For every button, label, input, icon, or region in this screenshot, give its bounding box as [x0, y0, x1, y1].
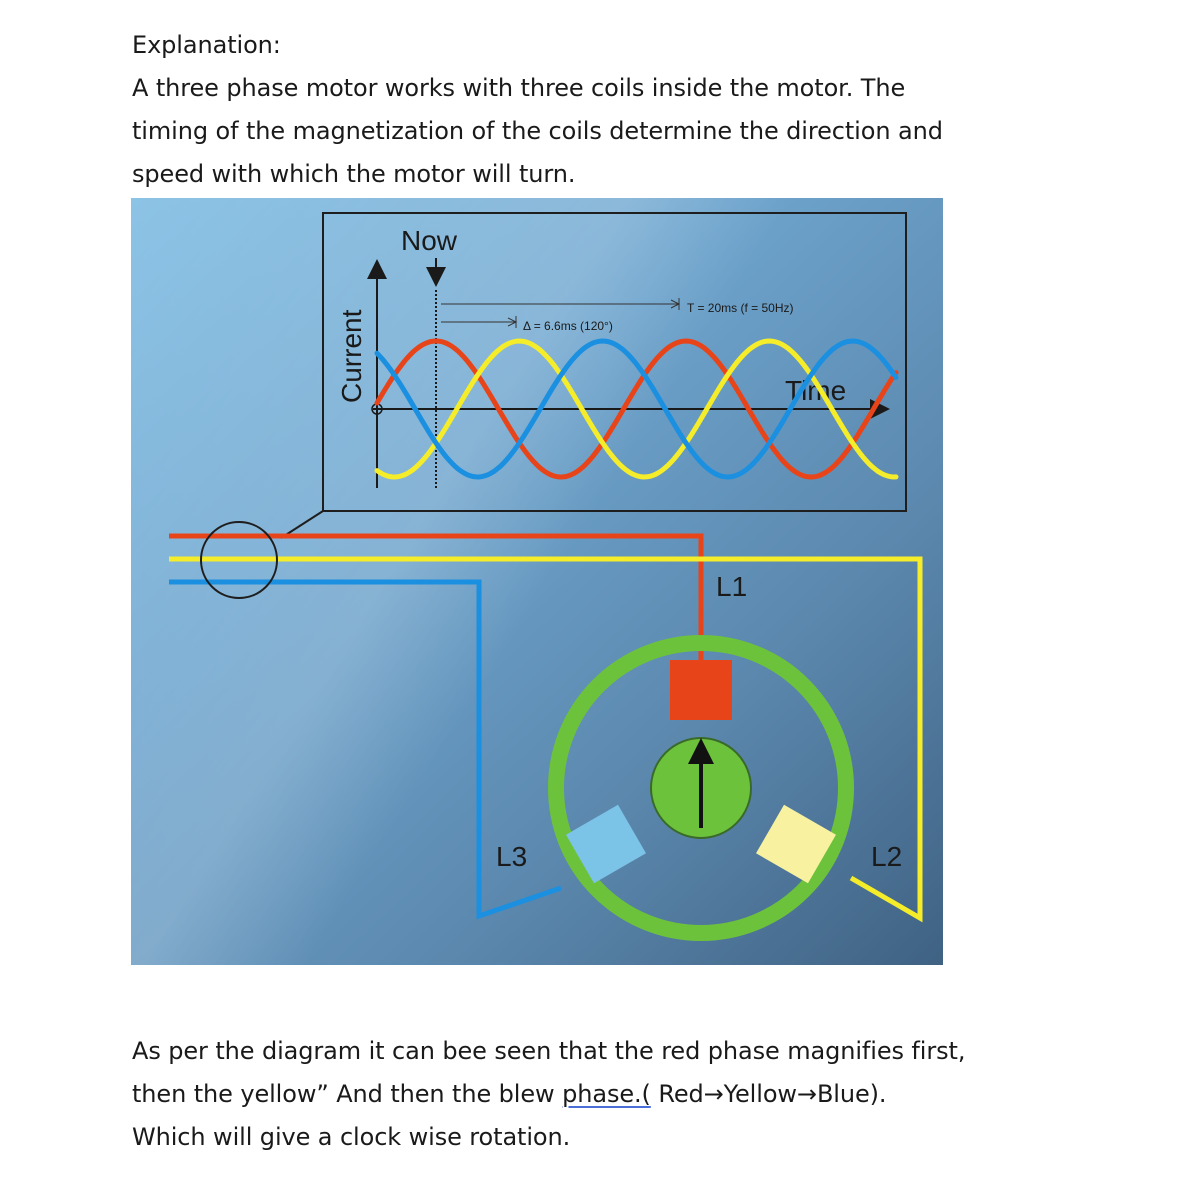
l1-label: L1 [716, 571, 747, 602]
l3-label: L3 [496, 841, 527, 872]
intro-paragraph: Explanation: A three phase motor works w… [132, 24, 1092, 196]
intro-line-2: timing of the magnetization of the coils… [132, 117, 943, 145]
l1-supply-line [169, 533, 704, 668]
blue-phase-wave [374, 338, 899, 480]
heading: Explanation: [132, 31, 281, 59]
l2-coil [756, 804, 836, 884]
period-label: T = 20ms (f = 50Hz) [687, 301, 793, 315]
current-label: Current [336, 309, 367, 403]
conclusion-text-a: then the yellow” And then the blew [132, 1080, 563, 1108]
delta-label: Δ = 6.6ms (120°) [523, 319, 613, 333]
l2-supply-line [169, 556, 923, 923]
conclusion-paragraph: As per the diagram it can bee seen that … [132, 1030, 1092, 1159]
red-phase-wave [374, 338, 899, 480]
now-label: Now [401, 225, 458, 256]
l2-label: L2 [871, 841, 902, 872]
conclusion-line-2: then the yellow” And then the blew phase… [132, 1073, 1092, 1116]
conclusion-line-1: As per the diagram it can bee seen that … [132, 1037, 966, 1065]
three-phase-motor-diagram: Current Time Now T = 20ms (f = 50Hz) Δ =… [131, 198, 943, 965]
l1-coil [670, 660, 732, 720]
zoom-circle [200, 521, 278, 599]
stator-ring [548, 635, 854, 941]
conclusion-text-b: Red→Yellow→Blue). [650, 1080, 887, 1108]
waveform-box [322, 212, 907, 512]
intro-line-3: speed with which the motor will turn. [132, 160, 576, 188]
l3-supply-line [169, 579, 562, 920]
rotor-arrowhead [688, 738, 714, 764]
intro-line-1: A three phase motor works with three coi… [132, 74, 906, 102]
l3-coil [566, 804, 646, 884]
conclusion-line-3: Which will give a clock wise rotation. [132, 1123, 571, 1151]
phase-link[interactable]: phase.( [562, 1080, 651, 1108]
